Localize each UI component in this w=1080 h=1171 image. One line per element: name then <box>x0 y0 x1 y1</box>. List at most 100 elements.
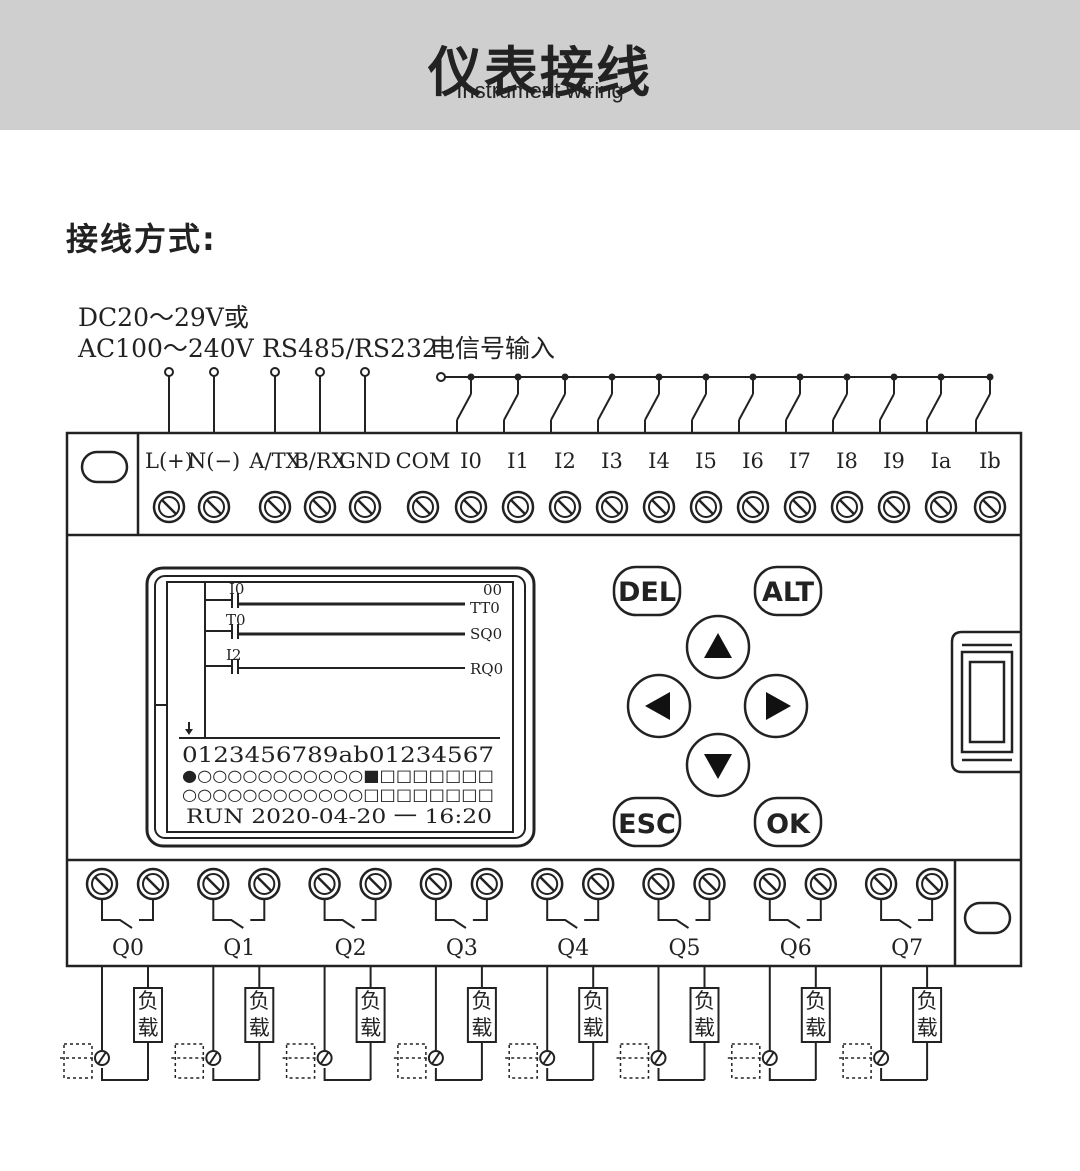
output-screw[interactable] <box>197 867 230 901</box>
terminal-screw[interactable] <box>454 490 488 524</box>
output-label: Q3 <box>446 936 478 961</box>
terminal-screw[interactable] <box>642 490 676 524</box>
top-terminal-label: Ia <box>931 449 952 473</box>
output-screw[interactable] <box>864 867 898 901</box>
output-screw[interactable] <box>419 867 453 901</box>
top-terminal-label: COM <box>396 449 451 473</box>
lcd-out-rq0: RQ0 <box>470 660 503 678</box>
output-label: Q2 <box>335 936 367 961</box>
ok-button[interactable]: OK <box>753 796 823 848</box>
top-terminal-label: I3 <box>601 449 623 473</box>
terminal-screw[interactable] <box>924 490 958 524</box>
terminal-screw[interactable] <box>303 490 337 524</box>
right-arrow-button[interactable] <box>743 673 809 739</box>
top-terminal-label: A/TX <box>248 449 300 473</box>
output-screw[interactable] <box>804 867 838 901</box>
terminal-screw[interactable] <box>548 490 582 524</box>
relay-contact <box>546 899 600 929</box>
lcd-out-00: 00 <box>483 581 502 599</box>
esc-button[interactable]: ESC <box>612 796 682 848</box>
terminal-screw[interactable] <box>689 490 723 524</box>
top-terminal-label: I5 <box>695 449 717 473</box>
power-source-symbol <box>60 1043 94 1079</box>
power-source-symbol <box>393 1043 428 1079</box>
terminal-screw[interactable] <box>877 490 911 524</box>
terminal-screw[interactable] <box>406 490 440 524</box>
output-screw[interactable] <box>136 867 170 901</box>
relay-contact <box>323 899 377 929</box>
output-screw[interactable] <box>248 867 281 901</box>
load-label-bottom: 载 <box>694 1016 715 1040</box>
output-screw[interactable] <box>359 867 392 901</box>
page-title: 仪表接线 <box>428 41 652 104</box>
output-label: Q6 <box>780 936 812 961</box>
lcd-contact-i2: I2 <box>226 646 241 664</box>
terminal-screw[interactable] <box>348 490 382 524</box>
output-screw[interactable] <box>642 867 675 901</box>
up-arrow-button[interactable] <box>685 614 751 680</box>
output-screw[interactable] <box>308 867 341 901</box>
output-screw[interactable] <box>530 867 564 901</box>
plc-body <box>65 431 1023 968</box>
comm-label: RS485/RS232 <box>262 334 438 363</box>
terminal-screw[interactable] <box>197 490 231 524</box>
power-source-symbol <box>616 1043 651 1079</box>
page-subtitle: Instrument wiring <box>456 78 624 103</box>
terminal-screw[interactable] <box>973 490 1007 524</box>
output-screw[interactable] <box>581 867 615 901</box>
output-screw[interactable] <box>693 867 726 901</box>
del-button[interactable]: DEL <box>612 565 682 617</box>
power-source-symbol <box>171 1043 206 1079</box>
load-label-bottom: 载 <box>471 1016 492 1040</box>
relay-contact <box>880 899 934 929</box>
output-screw[interactable] <box>470 867 504 901</box>
top-wires <box>164 367 994 433</box>
terminal-screw[interactable] <box>783 490 817 524</box>
output-label: Q0 <box>112 936 144 961</box>
terminal-screw[interactable] <box>830 490 864 524</box>
down-arrow-button[interactable] <box>685 732 751 798</box>
load-label-top: 负 <box>917 989 938 1013</box>
top-terminal-label: I6 <box>742 449 764 473</box>
top-terminal-label: GND <box>339 449 391 473</box>
power-label-1: DC20～29V或 <box>78 303 249 332</box>
power-source-symbol <box>282 1043 317 1079</box>
power-source-symbol <box>727 1043 762 1079</box>
output-screw[interactable] <box>915 867 949 901</box>
alt-button[interactable]: ALT <box>753 565 823 617</box>
top-terminal-label: I4 <box>648 449 670 473</box>
lcd-contact-t0: T0 <box>226 611 246 629</box>
triangle-right-icon <box>766 692 791 720</box>
relay-contact <box>101 899 154 929</box>
power-label-2: AC100～240V <box>77 334 255 363</box>
load-label-top: 负 <box>360 989 381 1013</box>
load-label-bottom: 载 <box>917 1016 938 1040</box>
top-terminal-label: I1 <box>507 449 529 473</box>
side-connector <box>950 630 1021 774</box>
terminal-screw[interactable] <box>258 490 292 524</box>
left-arrow-button[interactable] <box>626 673 692 739</box>
load-label-bottom: 载 <box>249 1016 270 1040</box>
top-terminal-label: I7 <box>789 449 811 473</box>
top-terminal-label: L(+) <box>145 449 193 473</box>
load-label-bottom: 载 <box>805 1016 826 1040</box>
top-terminal-label: I0 <box>460 449 482 473</box>
output-screw[interactable] <box>753 867 787 901</box>
lcd-screen: I0 00 TT0 T0 SQ0 I2 RQ0 0123456789ab0123… <box>145 566 536 848</box>
terminal-screw[interactable] <box>501 490 535 524</box>
output-label: Q1 <box>223 936 255 961</box>
terminal-screw[interactable] <box>736 490 770 524</box>
terminal-screw[interactable] <box>152 490 186 524</box>
top-terminal-label: I9 <box>883 449 905 473</box>
load-label-top: 负 <box>583 989 604 1013</box>
output-label: Q7 <box>891 936 923 961</box>
output-screw[interactable] <box>85 867 119 901</box>
relay-contact <box>768 899 822 929</box>
lcd-run-status: RUN 2020-04-20 一 16:20 <box>186 804 492 828</box>
load-label-top: 负 <box>471 989 492 1013</box>
terminal-screw[interactable] <box>595 490 629 524</box>
